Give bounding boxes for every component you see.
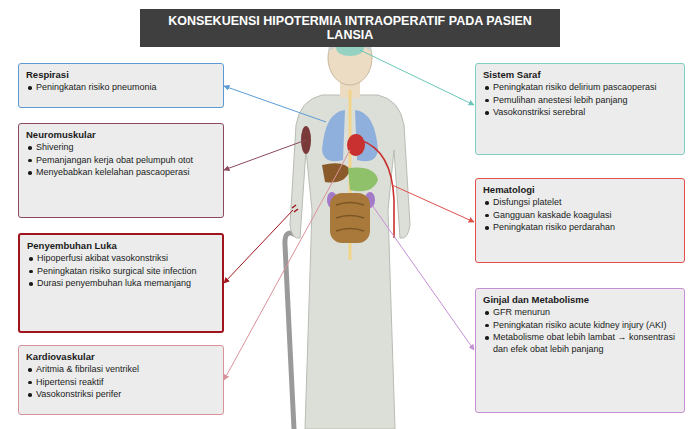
- bullet-dot: [485, 99, 489, 103]
- box-heading: Neuromuskular: [26, 129, 216, 140]
- bullet-item: Pemulihan anestesi lebih panjang: [483, 95, 677, 107]
- liver: [322, 163, 350, 182]
- leader-line: [392, 185, 474, 222]
- box-heading: Ginjal dan Metabolisme: [483, 294, 677, 305]
- stomach: [348, 168, 378, 192]
- bullet-item: Hipoperfusi akibat vasokonstriksi: [27, 253, 215, 265]
- category-box: Sistem SarafPeningkatan risiko delirium …: [475, 63, 685, 155]
- leader-line: [224, 150, 350, 380]
- bullet-item: Disfungsi platelet: [483, 197, 677, 209]
- bullet-item: Peningkatan risiko delirium pascaoperasi: [483, 82, 677, 94]
- bullet-item: Vasokonstriksi serebral: [483, 107, 677, 119]
- bullet-dot: [485, 324, 489, 328]
- box-heading: Penyembuhan Luka: [27, 240, 215, 251]
- bullet-item: Peningkatan risiko perdarahan: [483, 222, 677, 234]
- wound: [292, 205, 298, 212]
- bullet-dot: [28, 146, 32, 150]
- bullet-dot: [485, 201, 489, 205]
- bullet-dot: [29, 282, 33, 286]
- bullet-dot: [28, 86, 32, 90]
- bullet-dot: [29, 270, 33, 274]
- leader-line: [224, 86, 326, 122]
- bullet-dot: [485, 226, 489, 230]
- leader-line: [372, 205, 474, 350]
- bullet-item: Aritmia & fibrilasi ventrikel: [26, 364, 216, 376]
- box-heading: Hematologi: [483, 184, 677, 195]
- box-heading: Respirasi: [26, 69, 216, 80]
- category-box: HematologiDisfungsi plateletGangguan kas…: [475, 178, 685, 263]
- bullet-dot: [485, 86, 489, 90]
- lung-left: [322, 110, 345, 161]
- bullet-item: Gangguan kaskade koagulasi: [483, 210, 677, 222]
- cane: [285, 233, 296, 429]
- body-gown: [290, 95, 410, 429]
- category-box: Ginjal dan MetabolismeGFR menurunPeningk…: [475, 288, 685, 413]
- intestine-coils: [336, 203, 364, 232]
- bullet-item: GFR menurun: [483, 307, 677, 319]
- bullet-dot: [485, 214, 489, 218]
- bullet-dot: [485, 111, 489, 115]
- bullet-item: Shivering: [26, 142, 216, 154]
- bullet-dot: [485, 311, 489, 315]
- category-box: RespirasiPeningkatan risiko pneumonia: [18, 63, 224, 108]
- bullet-item: Durasi penyembuhan luka memanjang: [27, 278, 215, 290]
- bullet-dot: [28, 368, 32, 372]
- bullet-item: Peningkatan risiko surgical site infecti…: [27, 266, 215, 278]
- bullet-item: Hipertensi reaktif: [26, 377, 216, 389]
- bullet-item: Pemanjangan kerja obat pelumpuh otot: [26, 155, 216, 167]
- heart: [347, 134, 365, 156]
- bullet-item: Peningkatan risiko acute kidney injury (…: [483, 320, 677, 332]
- box-heading: Kardiovaskular: [26, 351, 216, 362]
- bullet-dot: [28, 381, 32, 385]
- bullet-item: Vasokonstriksi perifer: [26, 389, 216, 401]
- bullet-item: Metabolisme obat lebih lambat → konsentr…: [483, 332, 677, 355]
- bullet-dot: [485, 336, 489, 340]
- leader-line: [360, 50, 474, 105]
- category-box: NeuromuskularShiveringPemanjangan kerja …: [18, 123, 224, 218]
- bullet-dot: [29, 257, 33, 261]
- category-box: KardiovaskularAritmia & fibrilasi ventri…: [18, 345, 224, 415]
- intestines: [330, 193, 370, 243]
- bullet-dot: [28, 393, 32, 397]
- title-bar: KONSEKUENSI HIPOTERMIA INTRAOPERATIF PAD…: [140, 9, 560, 47]
- bullet-item: Menyebabkan kelelahan pascaoperasi: [26, 167, 216, 179]
- category-box: Penyembuhan LukaHipoperfusi akibat vasok…: [18, 233, 224, 333]
- bullet-dot: [28, 171, 32, 175]
- bullet-dot: [28, 159, 32, 163]
- leader-line: [224, 140, 306, 170]
- bullet-item: Peningkatan risiko pneumonia: [26, 82, 216, 94]
- box-heading: Sistem Saraf: [483, 69, 677, 80]
